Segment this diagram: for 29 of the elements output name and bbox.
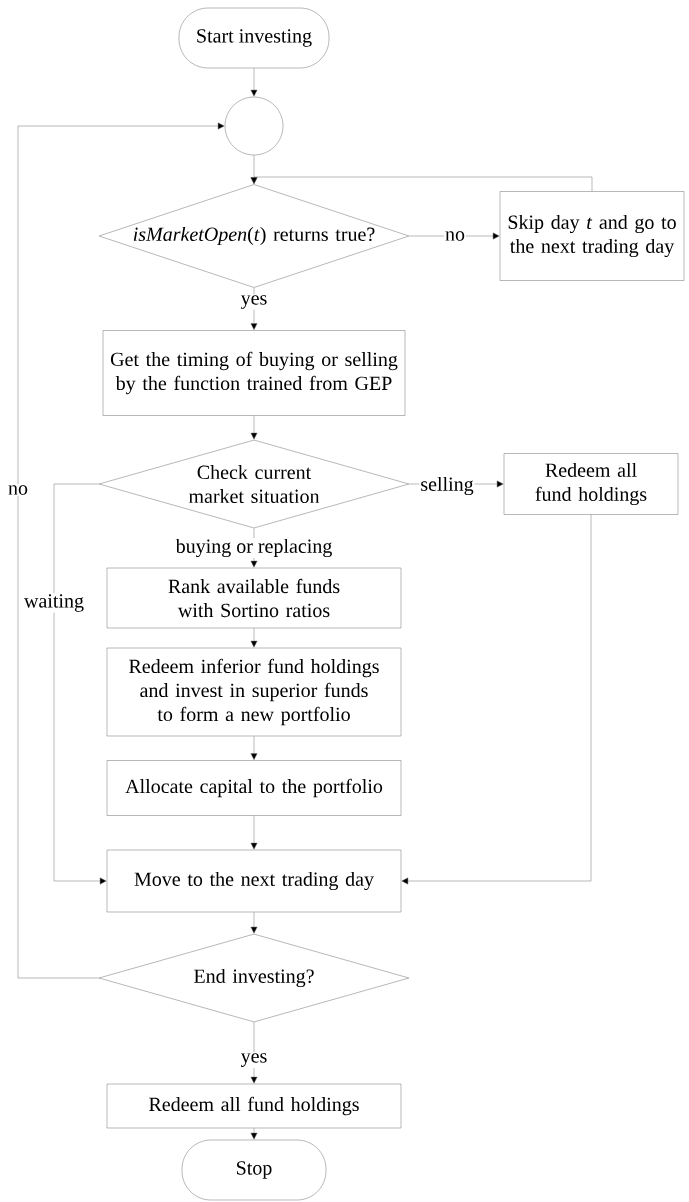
process-box: Allocate capital to the portfolio (106, 760, 402, 816)
process-box: Redeem all fund holdings (503, 453, 679, 515)
arrow (250, 911, 258, 934)
edge-label: no (7, 484, 29, 496)
arrow (250, 176, 593, 192)
arrow (408, 232, 500, 240)
edge-label: waiting (23, 593, 85, 613)
arrow (250, 1021, 258, 1084)
arrow (53, 483, 107, 885)
process-box: Redeem all fund holdings (106, 1083, 402, 1129)
process-box: Rank available funds with Sortino ratios (106, 567, 402, 629)
edge-label: selling (419, 475, 475, 497)
edge-label: buying or replacing (174, 537, 334, 559)
arrow (250, 627, 258, 648)
process-box: Move to the next trading day (106, 849, 402, 913)
arrow (17, 122, 225, 979)
arrow (250, 735, 258, 760)
arrow (401, 514, 592, 885)
edge-label: yes (239, 294, 269, 310)
edge-label: yes (239, 1052, 269, 1068)
connector-circle (224, 96, 284, 156)
arrow (250, 1127, 258, 1140)
arrow (250, 415, 258, 440)
process-box: Redeem inferior fund holdings and invest in superior funds to form a new portfolio (106, 647, 402, 737)
arrow (250, 67, 258, 97)
arrow (250, 815, 258, 850)
process-box: Get the timing of buying or selling by the function trained from GEP (102, 330, 406, 416)
edge-label: no (444, 230, 466, 242)
process-box: Skip day t and go to the next trading day (499, 191, 685, 281)
